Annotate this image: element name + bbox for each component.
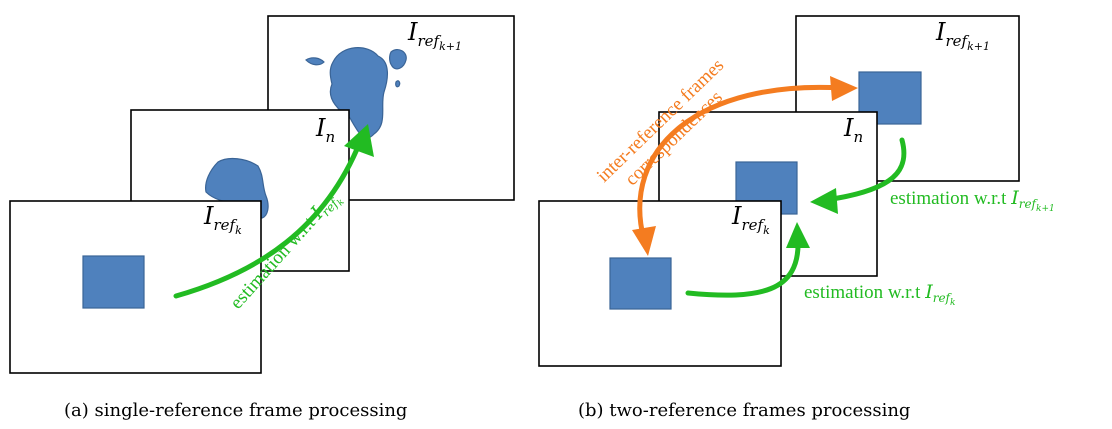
panel-a: Irefk+1 In Irefk estimation w.r.t Irefk … [9,15,515,421]
panel-b-frame-ref-k-label: Irefk [731,202,770,237]
panel-b: Irefk+1 In Irefk inter-reference frames … [538,15,1055,421]
panel-b-caption: (b) two-reference frames processing [578,400,910,421]
panel-b-frame-ref-k1-label: Irefk+1 [935,18,990,53]
panel-b-estimation-label-bottom: estimation w.r.t Irefk [804,281,955,308]
panel-b-estimation-arrow-top [823,137,907,203]
panel-a-frame-ref-k1-label: Irefk+1 [407,18,462,53]
panel-a-object-blob-large [305,47,407,139]
panel-b-correspondence-arrowhead-top [830,76,858,101]
panel-b-correspondence-arrowhead-bottom [632,226,656,256]
panel-b-estimation-label-top: estimation w.r.t Irefk+1 [890,187,1055,214]
panel-b-estimation-arrowhead-top [810,188,838,214]
panel-a-estimation-arrow [173,139,363,299]
panel-b-frame-n-label: In [843,114,863,146]
panel-a-frame-n-label: In [315,114,335,146]
panel-a-object-square [82,255,145,309]
panel-b-estimation-arrow-bottom [685,237,801,298]
panel-b-estimation-arrowhead-bottom [786,222,810,248]
panel-a-frame-ref-k-label: Irefk [203,202,242,237]
panel-a-caption: (a) single-reference frame processing [64,400,407,421]
panel-b-correspondence-arrow [637,84,845,243]
panel-a-estimation-arrowhead [344,124,374,157]
panel-b-object-square-ref-k [609,257,672,310]
